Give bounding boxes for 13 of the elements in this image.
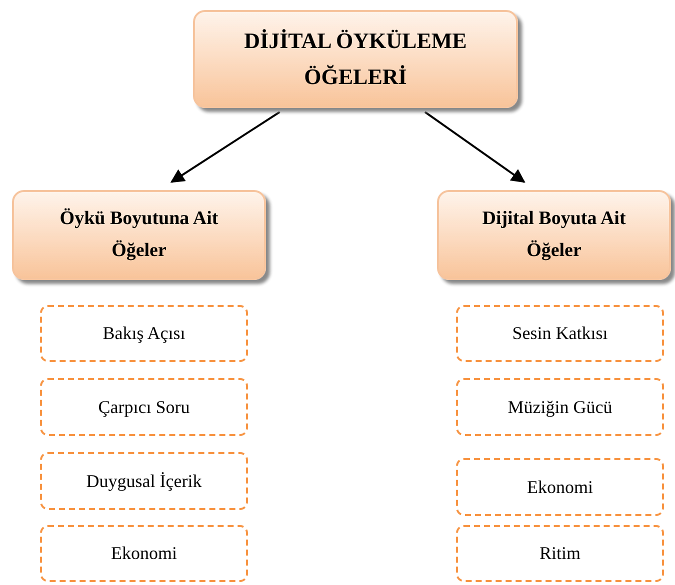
title-box: DİJİTAL ÖYKÜLEME ÖĞELERİ	[193, 10, 518, 108]
heading-box: Öykü Boyutuna Ait Öğeler	[12, 190, 266, 280]
dashed-box: Bakış Açısı	[40, 305, 248, 362]
dashed-box: Ekonomi	[456, 458, 664, 516]
dashed-box: Müziğin Gücü	[456, 378, 664, 436]
dashed-box: Ekonomi	[40, 525, 248, 582]
dashed-box: Çarpıcı Soru	[40, 378, 248, 436]
dashed-box: Duygusal İçerik	[40, 452, 248, 510]
arrow	[424, 111, 526, 183]
dashed-box: Ritim	[456, 525, 664, 582]
heading-box: Dijital Boyuta Ait Öğeler	[437, 190, 671, 280]
arrow	[170, 111, 280, 183]
dashed-box: Sesin Katkısı	[456, 305, 664, 362]
